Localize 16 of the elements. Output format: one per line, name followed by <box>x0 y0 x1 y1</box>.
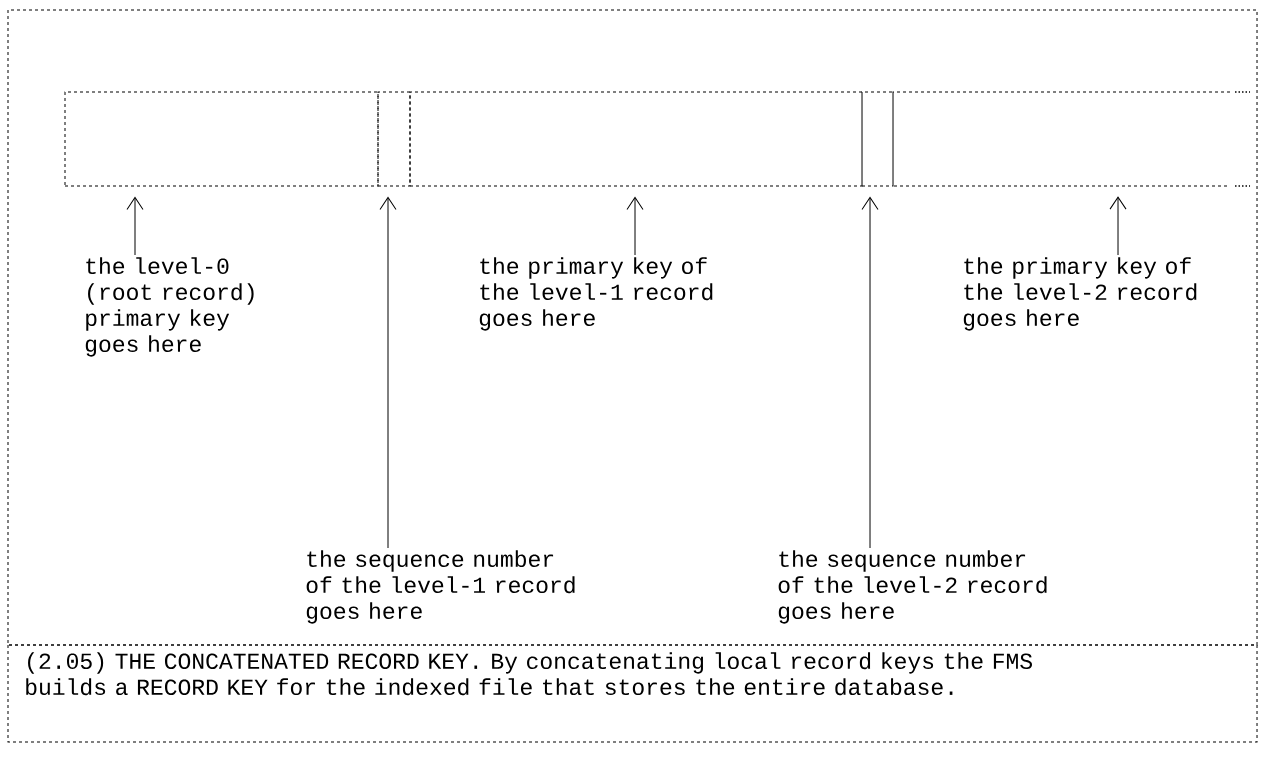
key-description: the level-0 (root record) primary key goes here <box>85 257 254 357</box>
arrow <box>379 196 397 549</box>
key-description: the primary key of the level-2 record goes here <box>963 257 1197 331</box>
caption-box: (2.05) THE CONCATENATED RECORD KEY. By concatenating local record keys the FMS builds a RECORD KEY for the indexed file that stores the entire database. <box>7 644 1258 743</box>
key-field <box>861 91 894 187</box>
key-field <box>64 91 379 187</box>
arrow <box>861 196 879 549</box>
key-description: the primary key of the level-1 record goes here <box>479 257 713 331</box>
key-field <box>892 91 1251 187</box>
key-field <box>377 91 411 187</box>
arrow <box>1109 196 1127 256</box>
key-description: the sequence number of the level-1 record goes here <box>306 550 575 624</box>
key-field <box>409 91 863 187</box>
arrow <box>626 196 644 256</box>
key-description: the sequence number of the level-2 record goes here <box>778 550 1047 624</box>
arrow <box>126 196 144 256</box>
